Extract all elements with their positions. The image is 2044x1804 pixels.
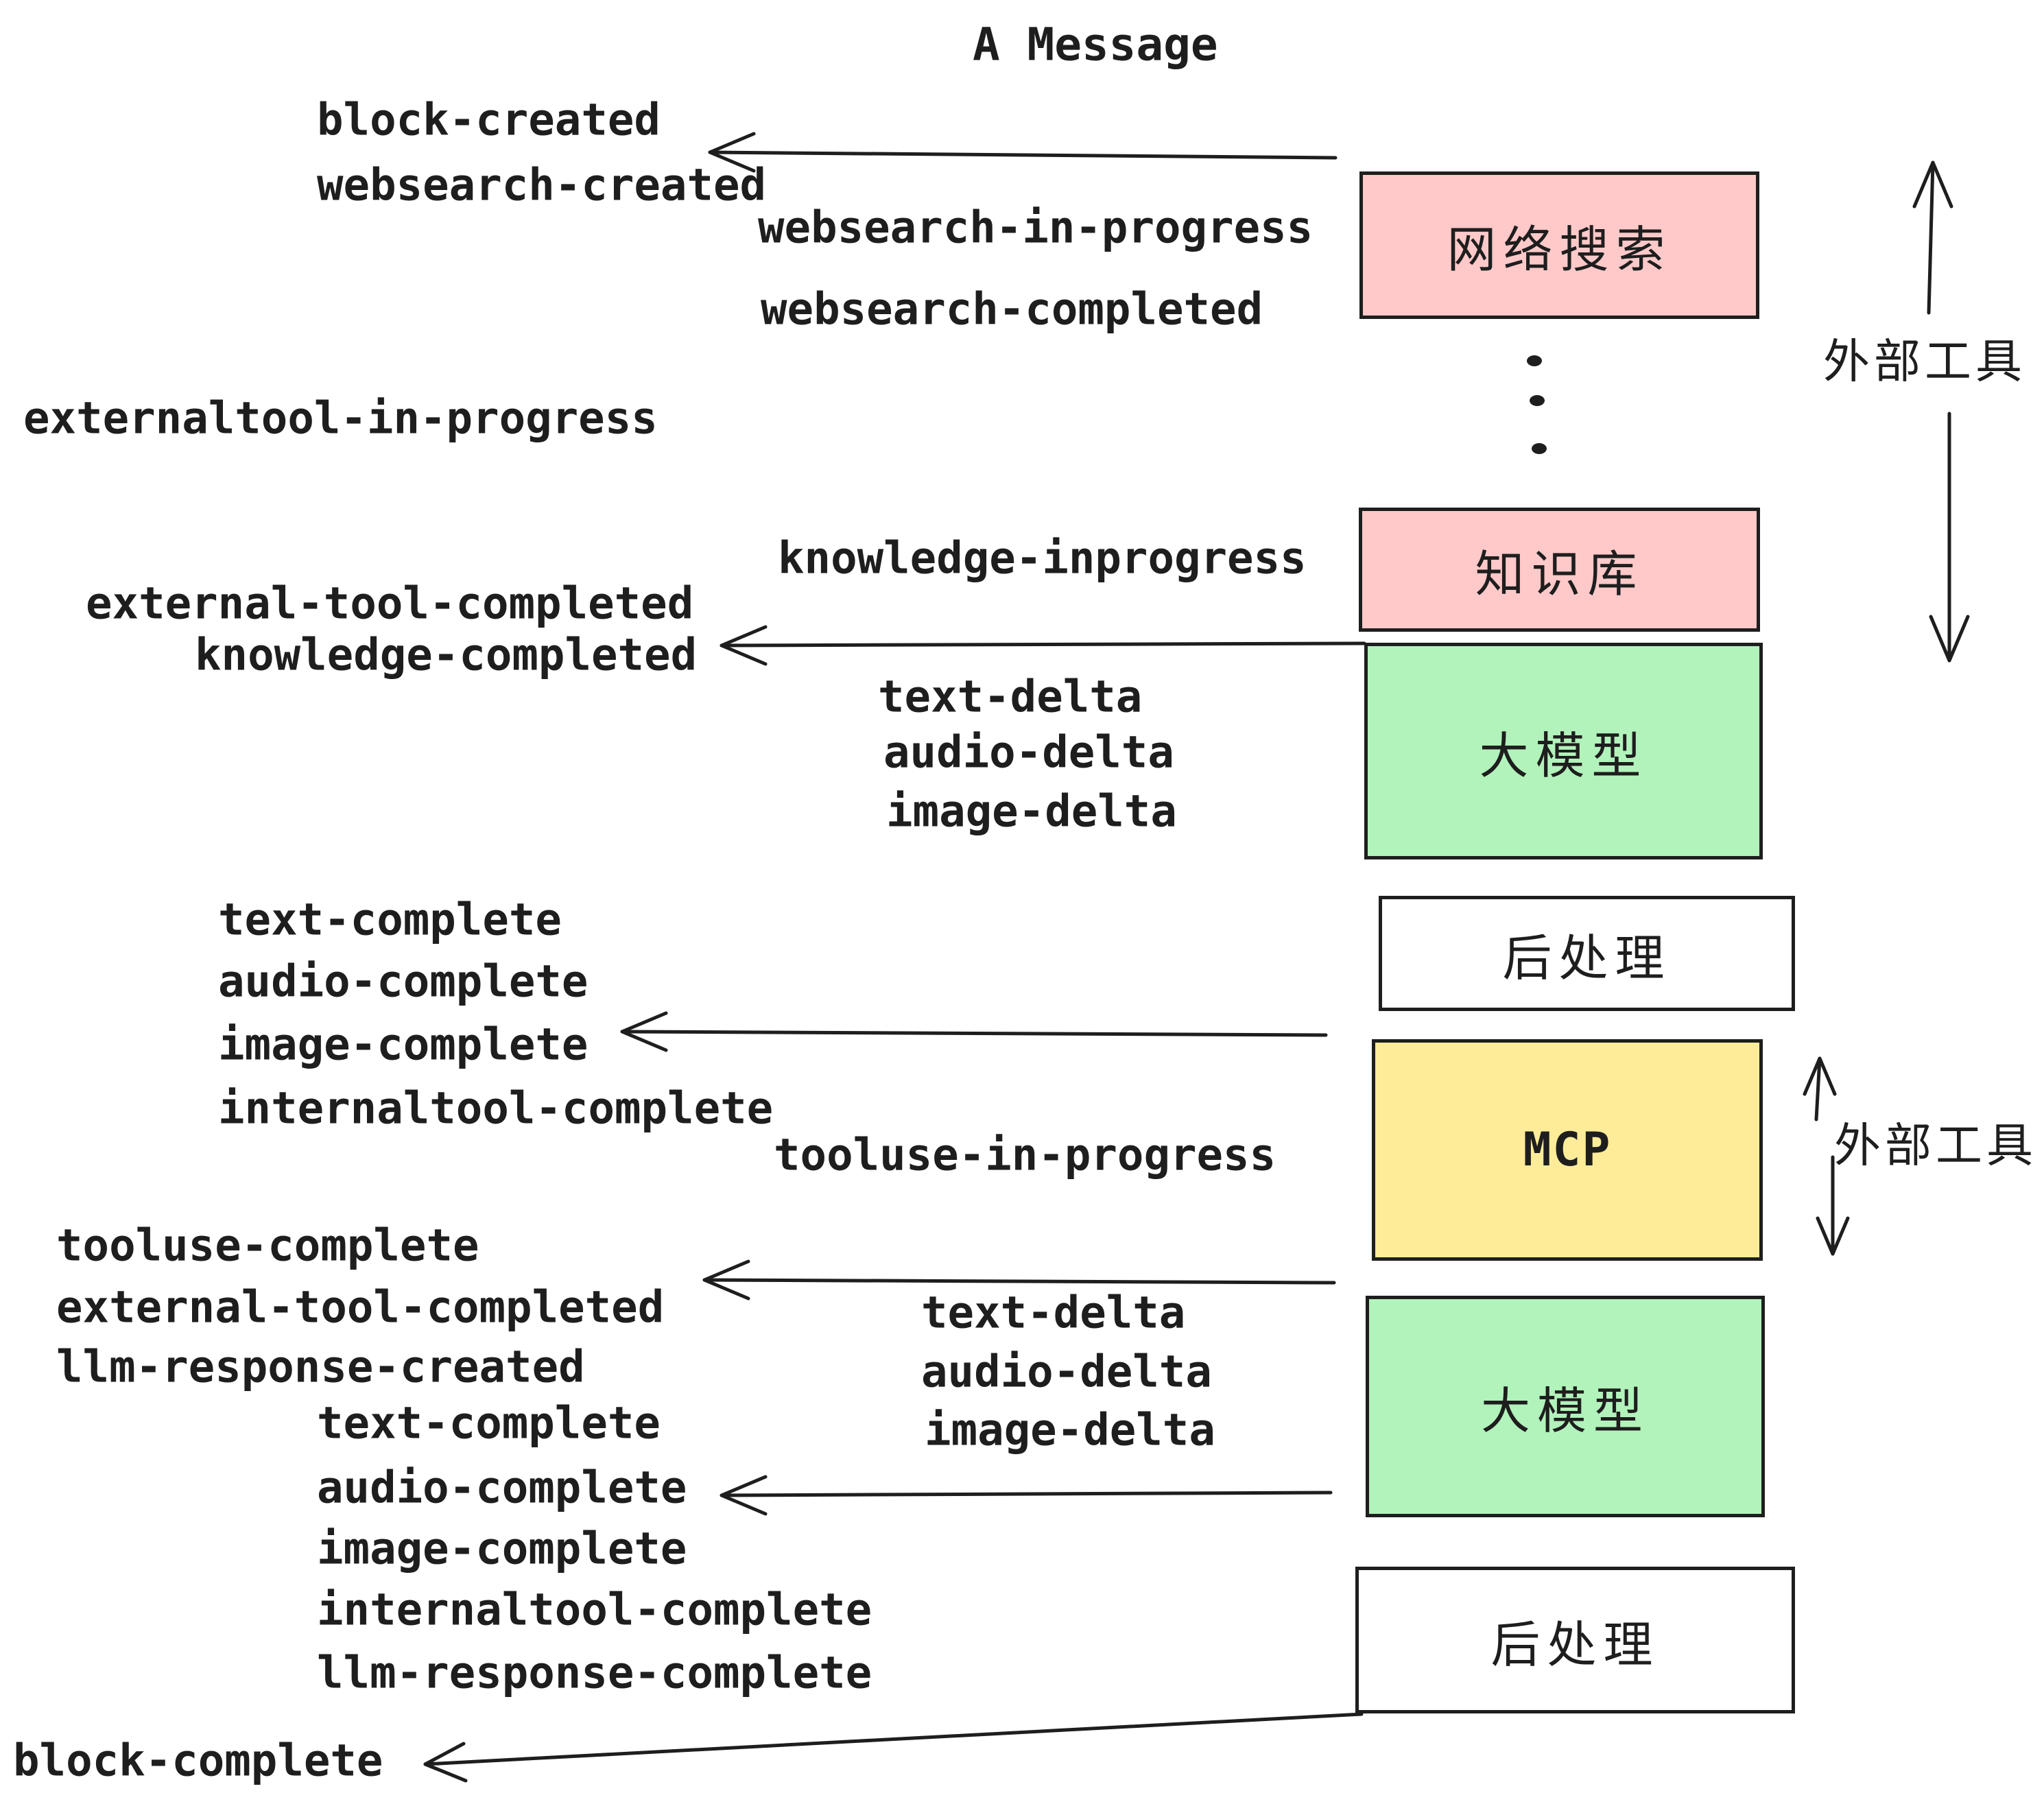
external-tools-label-bottom: 外部工具 xyxy=(1834,1119,2038,1172)
event-text-complete-2: text-complete xyxy=(317,1398,661,1449)
event-websearch-completed: websearch-completed xyxy=(761,284,1263,335)
post-process-box-2-label: 后处理 xyxy=(1490,1617,1660,1673)
llm-box-1-label: 大模型 xyxy=(1479,728,1648,784)
event-knowledge-completed: knowledge-completed xyxy=(195,630,698,681)
external-tools-bottom-down-arrow xyxy=(1816,1155,1850,1256)
event-external-tool-completed-2: external-tool-completed xyxy=(56,1282,665,1333)
event-image-complete-1: image-complete xyxy=(218,1019,589,1071)
event-image-delta-1: image-delta xyxy=(886,786,1177,838)
post-process-box-2: 后处理 xyxy=(1355,1567,1795,1713)
external-tools-top-down-arrow xyxy=(1929,412,1970,663)
event-internaltool-complete-2: internaltool-complete xyxy=(317,1585,872,1636)
arrow-to-external-tool-completed xyxy=(702,1259,1336,1301)
knowledge-base-box-label: 知识库 xyxy=(1475,547,1644,602)
web-search-box: 网络搜索 xyxy=(1359,171,1759,319)
event-text-complete-1: text-complete xyxy=(218,894,562,946)
event-llm-response-created: llm-response-created xyxy=(56,1342,585,1393)
llm-box-2-label: 大模型 xyxy=(1480,1384,1650,1439)
event-text-delta-2: text-delta xyxy=(921,1287,1186,1339)
external-tools-bottom-up-arrow xyxy=(1803,1056,1837,1121)
post-process-box-1: 后处理 xyxy=(1379,896,1795,1011)
vertical-ellipsis xyxy=(1527,355,1547,454)
event-knowledge-inprogress: knowledge-inprogress xyxy=(778,533,1307,584)
event-audio-complete-2: audio-complete xyxy=(317,1462,687,1514)
llm-box-1: 大模型 xyxy=(1364,643,1763,859)
event-audio-delta-1: audio-delta xyxy=(883,727,1174,779)
external-tools-label-top: 外部工具 xyxy=(1823,335,2027,388)
event-audio-complete-1: audio-complete xyxy=(218,956,589,1008)
event-llm-response-complete: llm-response-complete xyxy=(317,1648,872,1699)
post-process-box-1-label: 后处理 xyxy=(1502,931,1672,986)
event-block-complete: block-complete xyxy=(13,1735,383,1787)
event-websearch-in-progress: websearch-in-progress xyxy=(758,202,1314,254)
event-text-delta-1: text-delta xyxy=(878,672,1143,723)
arrow-to-block-complete xyxy=(423,1712,1364,1783)
arrow-to-audio-complete xyxy=(720,1475,1333,1516)
event-external-tool-completed-1: external-tool-completed xyxy=(86,578,694,630)
arrow-to-websearch-created xyxy=(708,132,1338,173)
event-image-delta-2: image-delta xyxy=(925,1405,1215,1456)
external-tools-top-up-arrow xyxy=(1912,161,1953,315)
event-image-complete-2: image-complete xyxy=(317,1523,687,1575)
event-tooluse-in-progress: tooluse-in-progress xyxy=(774,1130,1276,1181)
event-internaltool-complete-1: internaltool-complete xyxy=(218,1083,774,1135)
event-websearch-created: websearch-created xyxy=(317,160,767,211)
mcp-box: MCP xyxy=(1372,1039,1763,1261)
mcp-box-label: MCP xyxy=(1523,1123,1612,1177)
llm-box-2: 大模型 xyxy=(1366,1296,1765,1517)
arrow-to-image-complete xyxy=(620,1011,1328,1052)
event-externaltool-in-progress: externaltool-in-progress xyxy=(23,393,658,444)
web-search-box-label: 网络搜索 xyxy=(1447,223,1672,278)
knowledge-base-box: 知识库 xyxy=(1359,508,1760,632)
event-tooluse-complete: tooluse-complete xyxy=(56,1220,479,1272)
arrow-to-knowledge-completed xyxy=(720,625,1366,666)
event-audio-delta-2: audio-delta xyxy=(921,1346,1212,1398)
diagram-title: A Message xyxy=(973,18,1218,71)
event-block-created: block-created xyxy=(317,95,661,146)
